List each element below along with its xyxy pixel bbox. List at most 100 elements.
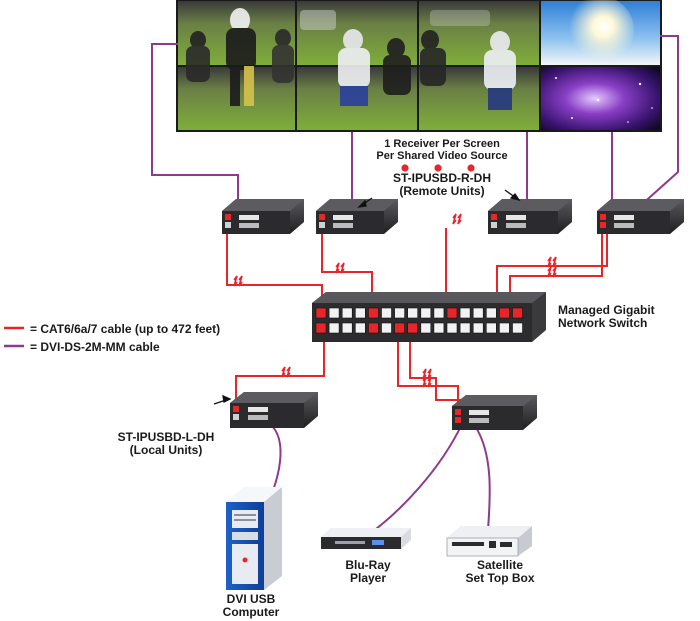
switch-port	[315, 322, 327, 334]
break-mark	[335, 262, 340, 274]
break-mark	[238, 275, 243, 287]
switch-port	[459, 322, 471, 334]
legend: = CAT6/6a/7 cable (up to 472 feet) = DVI…	[30, 320, 280, 356]
switch-port	[381, 307, 392, 319]
satellite-label: Satellite Set Top Box	[452, 558, 548, 586]
rj45-port-active	[600, 214, 606, 220]
source-dot	[434, 164, 442, 172]
switch-label-line1: Managed Gigabit	[558, 303, 655, 317]
cat-cable-local-source-a	[397, 336, 459, 406]
remote-receiver-4	[597, 199, 684, 234]
dvi-cable-local-to-satellite	[474, 425, 491, 531]
switch-port	[446, 307, 458, 319]
switch-port	[354, 322, 366, 334]
cat-cable-receiver-4b	[496, 228, 608, 316]
legend-cat-text: = CAT6/6a/7 cable (up to 472 feet)	[30, 322, 221, 336]
switch-port	[368, 307, 379, 319]
arrow-icons	[213, 189, 521, 405]
switch-port	[512, 322, 523, 334]
remote-units-label: ST-IPUSBD-R-DH (Remote Units)	[360, 171, 524, 199]
break-mark	[422, 376, 427, 388]
switch-port	[341, 322, 353, 334]
satellite-label-line1: Satellite	[476, 558, 524, 572]
bluray-label-line1: Blu-Ray	[345, 558, 391, 572]
legend-swatches	[4, 326, 24, 348]
dvi-cable-local-to-computer	[257, 418, 282, 499]
switch-port	[368, 322, 379, 334]
break-mark	[286, 366, 291, 378]
break-mark	[552, 256, 557, 268]
remote-receiver-1	[222, 199, 304, 234]
local-model-name: ST-IPUSBD-L-DH	[117, 430, 215, 444]
switch-port	[420, 307, 432, 319]
switch-port	[512, 307, 523, 319]
break-mark	[457, 213, 462, 225]
switch-port	[433, 322, 445, 334]
receiver-note: 1 Receiver Per Screen Per Shared Video S…	[368, 138, 516, 163]
switch-port	[381, 322, 392, 334]
switch-port	[433, 307, 445, 319]
legend-dvi-text: = DVI-DS-2M-MM cable	[30, 340, 160, 354]
break-mark	[281, 366, 286, 378]
bluray-label: Blu-Ray Player	[328, 558, 408, 586]
break-mark	[427, 368, 432, 380]
source-dot	[401, 164, 409, 172]
remote-receiver-3	[488, 199, 572, 234]
cable-break-marks	[233, 213, 557, 388]
rj45-port-active	[491, 214, 497, 220]
video-wall	[176, 0, 662, 132]
local-unit-sources	[452, 395, 537, 430]
switch-port	[407, 322, 419, 334]
football-players	[186, 8, 516, 110]
break-mark	[233, 275, 238, 287]
switch-port	[485, 322, 497, 334]
switch-port	[315, 307, 327, 319]
switch-label: Managed Gigabit Network Switch	[558, 303, 688, 331]
break-mark	[340, 262, 345, 274]
remote-model-name: ST-IPUSBD-R-DH	[393, 171, 491, 185]
switch-port	[407, 307, 419, 319]
dvi-cable-wall-to-receiver-4b	[629, 35, 679, 216]
wall-panel-8	[541, 67, 660, 130]
break-mark	[552, 266, 557, 278]
bluray-player-icon	[321, 528, 411, 549]
source-dots	[401, 164, 475, 172]
computer-label-line2: Computer	[222, 605, 280, 620]
source-dot	[467, 164, 475, 172]
sun-glow	[566, 0, 634, 64]
computer-tower-icon	[226, 487, 282, 590]
local-units-label: ST-IPUSBD-L-DH (Local Units)	[96, 430, 236, 458]
switch-port	[394, 307, 405, 319]
switch-port	[394, 322, 405, 334]
switch-port	[420, 322, 432, 334]
remote-model-desc: (Remote Units)	[399, 184, 485, 199]
break-mark	[547, 266, 552, 278]
receiver-note-line1: 1 Receiver Per Screen	[384, 138, 500, 150]
rj45-port-active	[455, 409, 461, 415]
remote-receiver-2	[316, 199, 398, 234]
cat-cable-local-source-b	[409, 336, 463, 408]
switch-port	[472, 307, 484, 319]
switch-port	[446, 322, 458, 334]
switch-ports	[315, 307, 523, 334]
network-switch	[312, 292, 546, 342]
switch-label-line2: Network Switch	[558, 316, 648, 331]
switch-port	[341, 307, 353, 319]
dvi-cable-local-to-bluray	[367, 423, 463, 536]
switch-port	[459, 307, 471, 319]
switch-port	[328, 322, 340, 334]
rj45-port-active	[225, 214, 231, 220]
switch-port	[328, 307, 340, 319]
break-mark	[422, 368, 427, 380]
break-mark	[547, 256, 552, 268]
break-mark	[427, 376, 432, 388]
satellite-box-icon	[446, 526, 532, 557]
rj45-port-active	[319, 214, 325, 220]
switch-port	[354, 307, 366, 319]
switch-port	[485, 307, 497, 319]
local-model-desc: (Local Units)	[129, 443, 203, 458]
satellite-label-line2: Set Top Box	[465, 571, 535, 586]
rj45-port-active	[233, 406, 239, 412]
computer-label-line1: DVI USB	[226, 592, 276, 606]
